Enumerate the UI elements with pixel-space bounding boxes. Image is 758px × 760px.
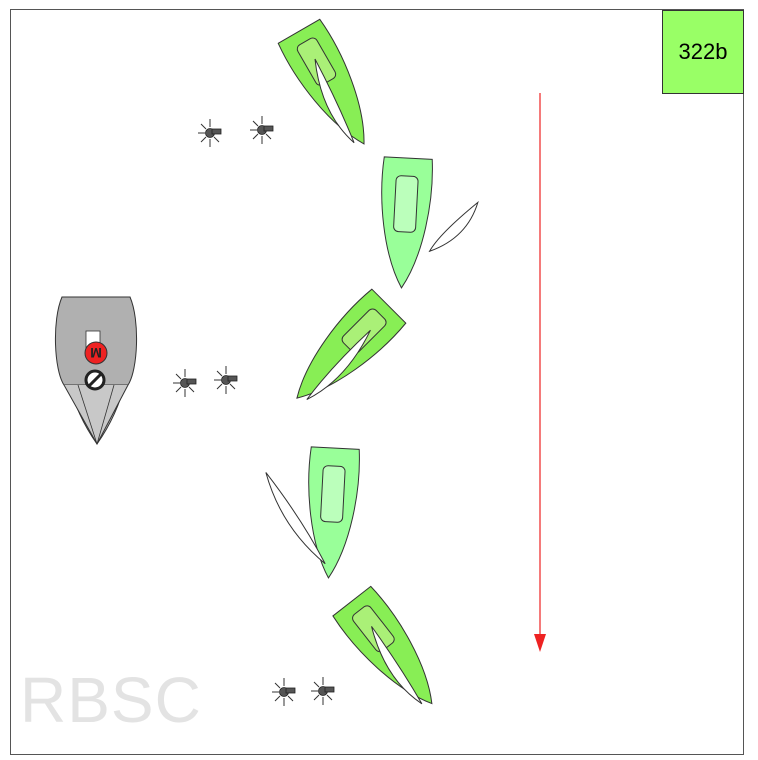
committee-boat: M — [55, 296, 137, 446]
boat-1 — [277, 18, 365, 145]
whistle-icon — [271, 677, 296, 707]
whistle-icon — [197, 118, 222, 148]
watermark: RBSC — [20, 664, 202, 736]
no-entry-symbol — [84, 369, 106, 391]
boat-2 — [381, 156, 479, 289]
m-flag: M — [84, 341, 108, 365]
m-flag-letter: M — [90, 345, 102, 361]
boat-4 — [265, 446, 360, 579]
whistle-icon — [172, 368, 197, 398]
wind-arrow — [534, 93, 546, 652]
boat-3 — [296, 288, 407, 400]
whistles-middle — [172, 365, 238, 398]
whistle-icon — [213, 365, 238, 395]
whistles-bottom — [271, 676, 335, 707]
boat-5 — [332, 585, 433, 705]
scenario-badge: 322b — [662, 10, 744, 94]
whistle-icon — [249, 115, 274, 145]
whistle-icon — [310, 676, 335, 706]
whistles-top — [197, 115, 274, 148]
